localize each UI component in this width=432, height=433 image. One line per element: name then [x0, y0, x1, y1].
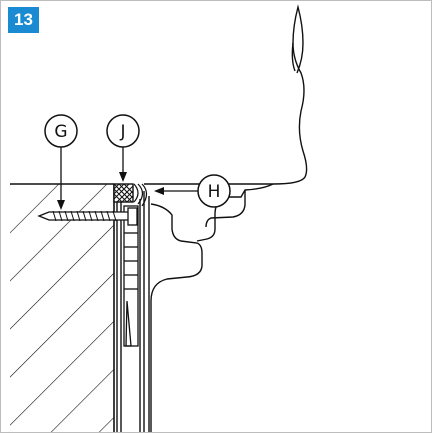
flexible-sheet: [144, 4, 308, 432]
panel-layers: [116, 191, 150, 432]
screw: [37, 207, 138, 226]
backer-strip: [123, 205, 139, 347]
callout-g-label: G: [54, 122, 67, 142]
callout-h: H: [154, 174, 231, 208]
callout-h-label: H: [208, 182, 221, 202]
callout-j: J: [106, 114, 140, 182]
wall-section: [10, 183, 115, 432]
sealant-bead: [113, 183, 148, 207]
callout-g: G: [44, 114, 78, 210]
step-number-badge: 13: [8, 7, 39, 33]
callout-j-label: J: [119, 122, 125, 142]
